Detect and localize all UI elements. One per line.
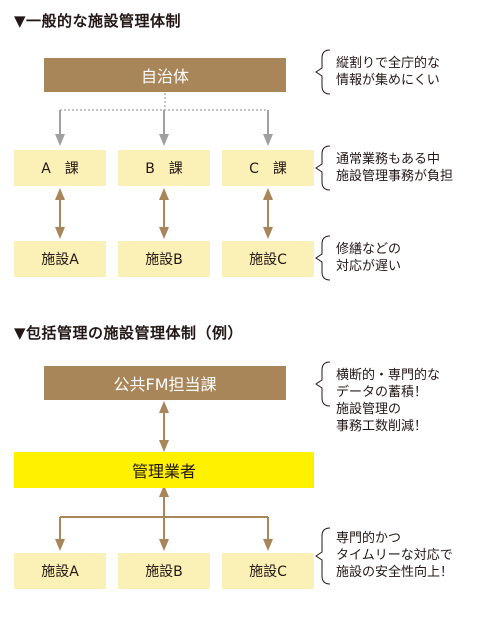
note-workload-problem: 通常業務もある中 施設管理事務が負担 xyxy=(336,151,453,185)
note-line: 対応が遅い xyxy=(336,259,402,274)
facility-c-box-2: 施設C xyxy=(222,553,314,589)
facility-b-box: 施設B xyxy=(118,241,210,277)
note-line: データの蓄積！ xyxy=(336,385,428,400)
note-line: 施設管理の xyxy=(336,402,402,417)
note-line: 横断的・専門的な xyxy=(336,368,441,383)
double-arrows-section1 xyxy=(55,188,273,239)
section-b-box: B 課 xyxy=(118,150,210,186)
double-arrows-section2 xyxy=(55,485,273,551)
dotted-distribution-lines xyxy=(55,93,273,146)
note-line: 修繕などの xyxy=(336,242,402,257)
municipality-box: 自治体 xyxy=(44,58,286,92)
section-a-box: A 課 xyxy=(14,150,106,186)
note-line: 施設管理事務が負担 xyxy=(336,169,454,184)
note-line: 通常業務もある中 xyxy=(336,152,441,167)
section2-heading: ▼包括管理の施設管理体制（例） xyxy=(14,324,244,342)
note-data-benefit: 横断的・専門的な データの蓄積！ 施設管理の 事務工数削減！ xyxy=(336,367,440,435)
note-slow-response: 修繕などの 対応が遅い xyxy=(336,241,401,275)
note-line: 事務工数削減！ xyxy=(336,419,428,434)
note-line: 情報が集めにくい xyxy=(336,73,440,88)
facility-b-box-2: 施設B xyxy=(118,553,210,589)
facility-a-box-2: 施設A xyxy=(14,553,106,589)
note-line: 縦割りで全庁的な xyxy=(336,56,441,71)
note-silo-problem: 縦割りで全庁的な 情報が集めにくい xyxy=(336,55,440,89)
note-safety-benefit: 専門的かつ タイムリーな対応で 施設の安全性向上！ xyxy=(336,530,453,581)
note-line: 専門的かつ xyxy=(336,531,402,546)
note-line: 施設の安全性向上！ xyxy=(336,565,454,580)
note-line: タイムリーな対応で xyxy=(336,548,453,563)
public-fm-box: 公共FM担当課 xyxy=(44,366,286,400)
contractor-box: 管理業者 xyxy=(14,452,314,488)
facility-a-box: 施設A xyxy=(14,241,106,277)
section-c-box: C 課 xyxy=(222,150,314,186)
note-braces xyxy=(315,49,331,585)
section1-heading: ▼一般的な施設管理体制 xyxy=(14,12,182,30)
facility-c-box: 施設C xyxy=(222,241,314,277)
